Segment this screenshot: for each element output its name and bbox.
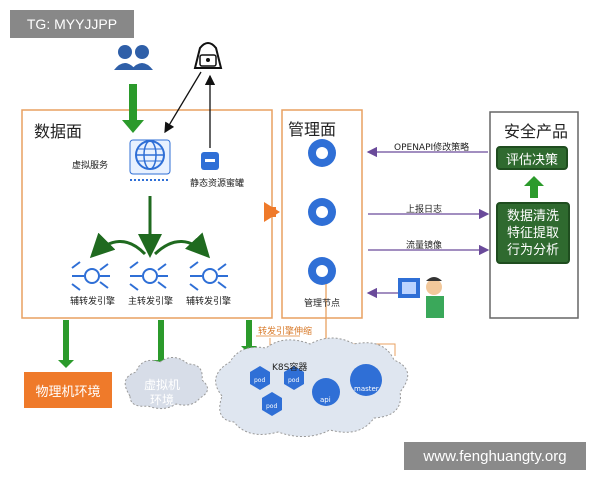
gear-icons	[308, 139, 336, 285]
security-product-title: 安全产品	[504, 122, 569, 141]
bottom-right-watermark: www.fenghuangty.org	[404, 442, 586, 470]
presenter-icon	[398, 277, 444, 318]
analysis-line: 数据清洗	[506, 208, 559, 224]
master-badge: master	[354, 385, 379, 393]
engine-icons	[71, 261, 228, 291]
pod-badge: pod	[288, 377, 300, 384]
report-log-label: 上报日志	[406, 205, 443, 215]
globe-icon	[129, 139, 171, 181]
data-plane-title: 数据面	[34, 122, 83, 141]
virtual-service-label: 虚拟服务	[72, 161, 109, 171]
vm-cloud	[124, 357, 208, 410]
management-plane-title: 管理面	[288, 120, 337, 139]
openapi-label: OPENAPI修改策略	[394, 143, 470, 153]
k8s-label: K8S容器	[272, 363, 308, 373]
management-node-label: 管理节点	[304, 299, 341, 309]
vm-env-label: 虚拟机 环境	[143, 378, 180, 407]
api-badge: api	[320, 396, 331, 404]
analysis-box: 数据清洗 特征提取 行为分析	[496, 202, 570, 264]
analysis-line: 行为分析	[506, 242, 559, 258]
engine-scale-label: 转发引擎伸缩	[258, 327, 313, 337]
analysis-line: 特征提取	[506, 225, 559, 241]
physical-env-box: 物理机环境	[24, 372, 112, 408]
traffic-mirror-label: 流量镜像	[406, 241, 443, 251]
pod-badge: pod	[266, 403, 278, 410]
pod-badge: pod	[254, 377, 266, 384]
aux-engine-left-label: 辅转发引擎	[70, 297, 116, 307]
main-engine-label: 主转发引擎	[128, 297, 174, 307]
hacker-icon	[193, 42, 223, 69]
evaluate-decision-box: 评估决策	[496, 146, 568, 170]
users-icon	[114, 45, 153, 70]
k8s-cloud	[215, 337, 409, 437]
static-resource-label: 静态资源蜜罐	[190, 179, 245, 189]
honeypot-icon	[201, 152, 219, 170]
top-left-tag: TG: MYYJJPP	[10, 10, 134, 38]
aux-engine-right-label: 辅转发引擎	[186, 297, 232, 307]
k8s-pod-icons	[250, 364, 382, 416]
